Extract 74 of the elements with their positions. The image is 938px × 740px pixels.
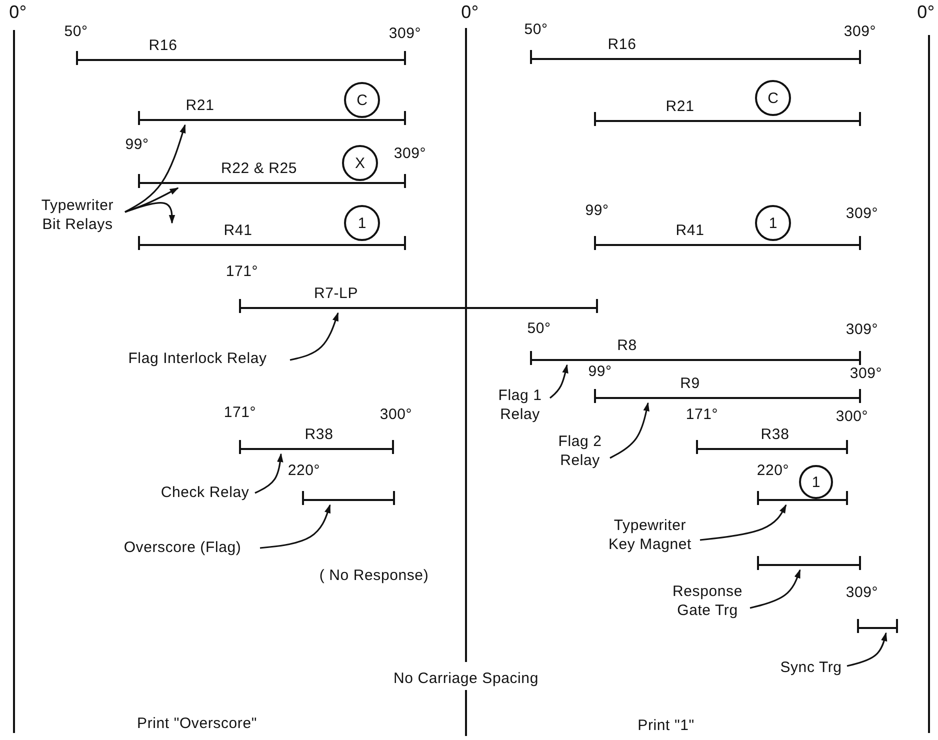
leader-line [700,504,787,541]
leader-line [260,504,331,549]
bar-label: R21 [666,99,694,115]
degree-label: 309° [846,206,878,222]
note-text: Print "Overscore" [137,716,257,732]
timing-bar [757,491,848,505]
relay-label: Typewriter Bit Relays [30,196,125,234]
leader-line [610,402,650,459]
timing-bar [757,556,861,570]
degree-label: 99° [585,203,609,219]
angle-label: 0° [9,4,27,20]
degree-label: 309° [846,585,878,601]
degree-label: 99° [125,137,149,153]
degree-label: 220° [756,463,790,479]
degree-label: 309° [394,146,426,162]
leader-line [124,124,186,213]
degree-label: 309° [850,366,882,382]
degree-label: 99° [588,364,612,380]
leader-line [290,312,339,361]
circled-symbol: 1 [799,465,833,499]
degree-label: 50° [64,24,88,40]
bar-label: R22 & R25 [220,161,298,177]
circled-symbol: C [344,82,380,118]
bar-label: R41 [224,223,252,239]
relay-label: Flag 2 Relay [550,432,610,470]
relay-label: Response Gate Trg [665,582,750,620]
circled-symbol: X [342,145,378,181]
degree-label: 220° [288,463,320,479]
timing-bar [239,286,598,313]
timing-bar [696,427,848,454]
degree-label: 300° [836,409,868,425]
degree-label: 50° [524,22,548,38]
bar-label: R41 [676,223,704,239]
timing-bar [857,619,898,633]
timing-bar [76,38,406,65]
leader-line [750,569,801,609]
degree-label: 309° [846,322,878,338]
timing-bar [302,491,395,505]
angle-label: 0° [461,4,479,20]
degree-label: 171° [224,405,256,421]
bar-label: R9 [680,376,700,392]
bar-label: R16 [608,37,636,53]
relay-label: Typewriter Key Magnet [600,516,700,554]
bar-label: R16 [148,38,178,54]
relay-label: Flag Interlock Relay [105,349,290,368]
relay-label: Sync Trg [775,658,847,677]
circled-symbol: 1 [344,205,380,241]
note-text: ( No Response) [319,568,429,584]
note-text: Print "1" [638,718,694,734]
bar-label: R38 [760,427,790,443]
degree-label: 171° [226,264,258,280]
leader-line [254,453,284,494]
degree-label: 171° [686,407,718,423]
relay-label: Overscore (Flag) [105,538,260,557]
angle-label: 0° [917,4,935,20]
degree-label: 309° [388,26,422,42]
circled-symbol: 1 [755,205,791,241]
degree-label: 50° [527,321,551,337]
bar-label: R8 [617,338,637,354]
note-text: No Carriage Spacing [394,671,538,687]
circled-symbol: C [755,80,791,116]
bar-label: R21 [186,98,214,114]
timing-bar [239,427,394,454]
degree-label: 300° [380,407,412,423]
leader-line [846,632,888,667]
leader-line [549,364,568,399]
timing-bar [530,37,861,64]
degree-label: 309° [844,24,876,40]
bar-label: R38 [304,427,334,443]
relay-label: Check Relay [155,483,255,502]
timing-bar [530,338,861,365]
bar-label: R7-LP [314,286,358,302]
relay-label: Flag 1 Relay [490,386,550,424]
leader-line [124,202,176,224]
